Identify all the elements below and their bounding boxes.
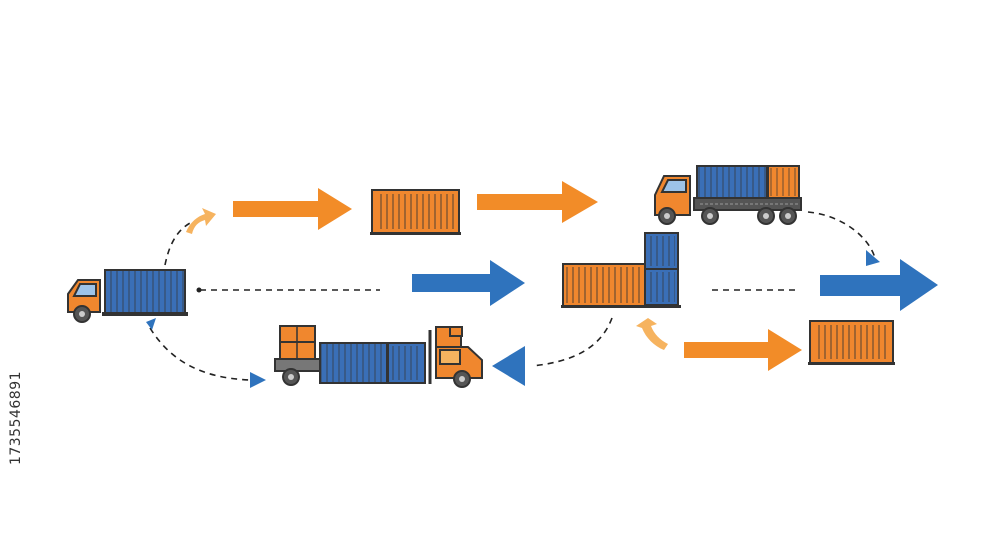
- blue-arrowhead-icon: [146, 318, 156, 330]
- truck-with-blue-and-orange-containers-icon: [655, 166, 801, 224]
- orange-arrow-icon: [477, 181, 598, 223]
- blue-arrow-icon: [492, 346, 525, 386]
- light-orange-curve-arrow-icon: [636, 318, 668, 350]
- truck-with-boxes-and-forklift-icon: [275, 326, 425, 385]
- truck-with-blue-container-icon: [68, 270, 188, 322]
- stacked-containers-icon: [561, 233, 681, 308]
- orange-container-destination-icon: [808, 321, 895, 365]
- orange-arrow-icon: [684, 329, 802, 371]
- dashed-line-left-bottom: [150, 328, 250, 380]
- orange-arrow-icon: [233, 188, 352, 230]
- dashed-line-top-right: [808, 212, 875, 258]
- stock-image-id: 1735546891: [8, 338, 28, 498]
- blue-arrow-icon: [820, 259, 938, 311]
- dashed-line-start-dot: [197, 288, 202, 293]
- blue-arrow-icon: [412, 260, 525, 306]
- dashed-line-middle-bottom: [532, 318, 612, 366]
- blue-arrowhead-icon: [250, 372, 266, 388]
- forklift-icon: [430, 327, 482, 387]
- light-orange-curve-arrow-icon: [186, 208, 216, 234]
- orange-container-icon: [370, 190, 461, 235]
